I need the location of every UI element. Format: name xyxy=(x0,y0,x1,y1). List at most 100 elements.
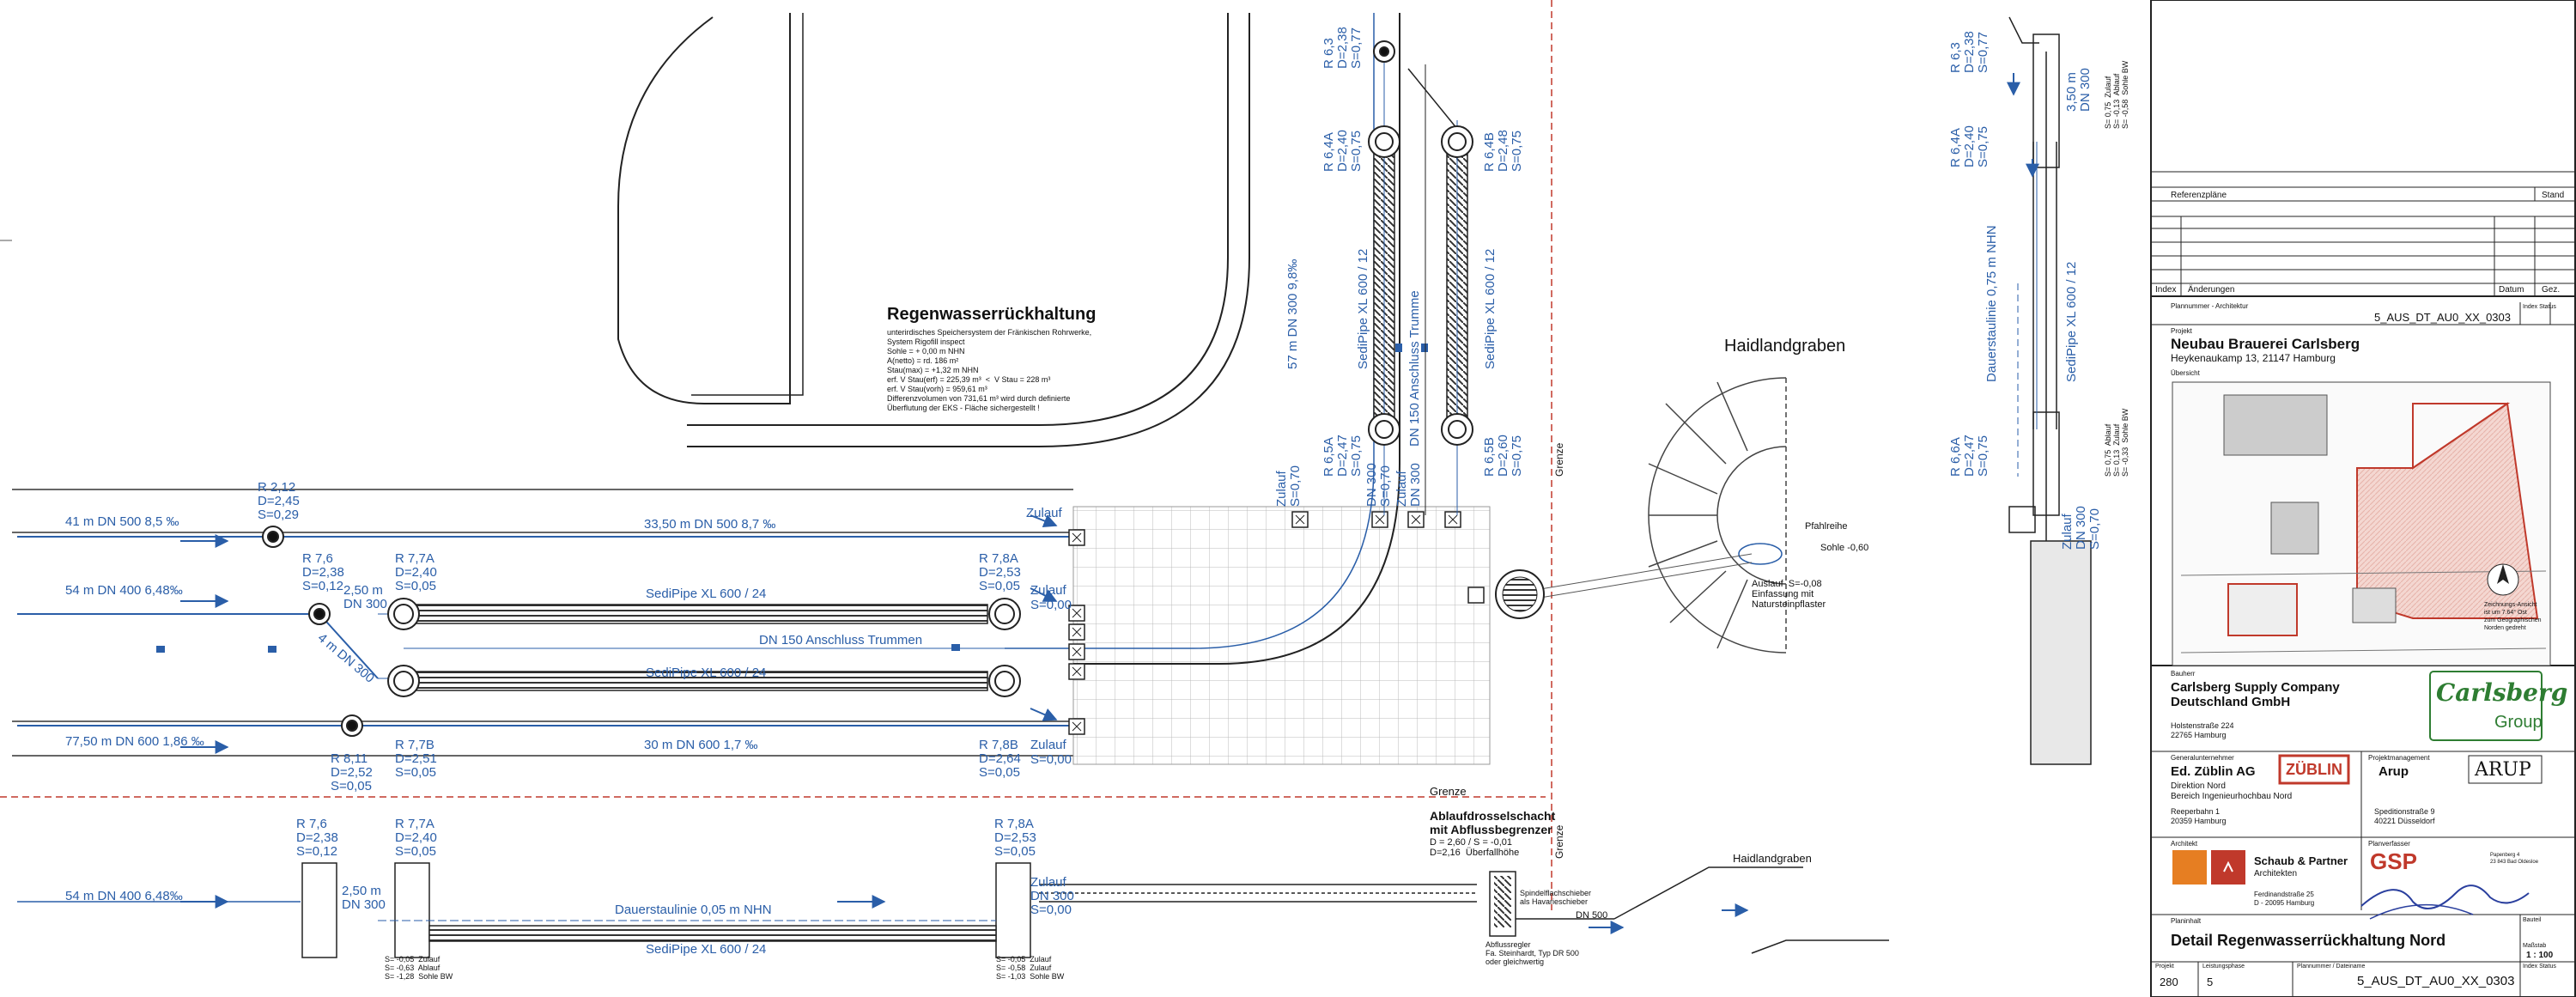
node-zulauf-s070: Zulauf S=0,70 xyxy=(1274,465,1303,507)
tb-stand: Stand xyxy=(2542,191,2565,200)
section-bot2: S= -0,05 Zulauf S= -0,58 Zulauf S= -1,03… xyxy=(996,955,1065,981)
tb-plannr-label: Plannummer / Dateiname xyxy=(2297,964,2366,970)
side-zulauf: Zulauf DN 300 S=0,70 xyxy=(2060,506,2102,550)
retention-note-line: A(netto) = rd. 186 m² xyxy=(887,356,959,365)
tb-lph: 5 xyxy=(2207,976,2214,988)
node-r811: R 8,11 D=2,52 S=0,05 xyxy=(331,751,373,793)
tb-bauherr-addr: Holstenstraße 224 22765 Hamburg xyxy=(2171,721,2234,739)
pipe-label-p2: 33,50 m DN 500 8,7 ‰ xyxy=(644,517,776,532)
node-r76: R 7,6 D=2,38 S=0,12 xyxy=(302,551,344,593)
node-zulauf-dn300: Zulauf DN 300 xyxy=(1394,463,1423,507)
tb-projekt: Neubau Brauerei Carlsberg xyxy=(2171,336,2360,352)
node-r77a: R 7,7A D=2,40 S=0,05 xyxy=(395,551,437,593)
pond xyxy=(1648,377,1787,654)
retention-note-line: Stau(max) = +1,32 m NHN xyxy=(887,366,979,374)
section-view xyxy=(17,862,1889,958)
tb-planinhalt: Detail Regenwasserrückhaltung Nord xyxy=(2171,932,2446,949)
tb-bauteil-label: Bauteil xyxy=(2523,917,2542,923)
zueblin-logo-box xyxy=(2278,754,2350,785)
retention-note-line: System Rigofill inspect xyxy=(887,337,965,346)
carlsberg-logo-box xyxy=(2429,671,2543,741)
manholes xyxy=(262,526,1021,737)
retention-note-line: Differenzvolumen von 731,61 m³ wird durc… xyxy=(887,394,1071,403)
retention-note-line: Überflutung der EKS - Fläche sichergeste… xyxy=(887,404,1040,412)
section-r78a: R 7,8A D=2,53 S=0,05 xyxy=(994,817,1036,859)
tb-projekt-nr: 280 xyxy=(2160,976,2178,988)
pipe-label-v4: SediPipe XL 600 / 12 xyxy=(1483,248,1498,369)
section-haidland: Haidlandgraben xyxy=(1733,852,1812,865)
tb-adresse: Heykenaukamp 13, 21147 Hamburg xyxy=(2171,352,2336,364)
tb-map-note: Zeichnungs-Ansicht ist um 7.64° Ost zum … xyxy=(2484,602,2542,631)
zulauf-top: Zulauf xyxy=(1026,506,1062,520)
grenze-label: Grenze xyxy=(1430,785,1467,798)
tb-referenzplaene: Referenzpläne xyxy=(2171,191,2227,200)
pipe-label-v2: DN 150 Anschluss Trumme xyxy=(1407,290,1422,447)
tb-gsp-addr: Papenberg 4 23 843 Bad Oldesloe xyxy=(2490,853,2539,865)
pipe-label-p3: 54 m DN 400 6,48‰ xyxy=(65,583,183,598)
road-outline xyxy=(617,13,791,404)
tb-lph-label: Leistungsphase xyxy=(2202,964,2245,970)
tb-aenderungen: Änderungen xyxy=(2188,285,2235,295)
section-zulauf: Zulauf DN 300 S=0,00 xyxy=(1030,875,1074,917)
zulauf-bottom: Zulauf xyxy=(1030,738,1066,752)
side-dim: 3,50 m DN 300 xyxy=(2064,68,2093,112)
side-dauer: Dauerstaulinie 0,75 m NHN xyxy=(1984,225,1999,382)
node-r65b: R 6,5B D=2,60 S=0,75 xyxy=(1482,435,1524,477)
s000-bottom: S=0,00 xyxy=(1030,752,1072,767)
zulauf-mid: Zulauf xyxy=(1030,583,1066,598)
side-sedi: SediPipe XL 600 / 12 xyxy=(2064,261,2079,382)
sedipipe-top xyxy=(403,604,988,624)
carlsberg-group: Group xyxy=(2494,713,2543,732)
pipe-label-p5: 30 m DN 600 1,7 ‰ xyxy=(644,738,758,752)
tb-gu-sub: Direktion Nord Bereich Ingenieurhochbau … xyxy=(2171,781,2293,801)
tb-projekt-nr-label: Projekt xyxy=(2155,964,2174,970)
section-r77a: R 7,7A D=2,40 S=0,05 xyxy=(395,817,437,859)
tb-uebersicht: Übersicht xyxy=(2171,369,2200,377)
section-sedi: SediPipe XL 600 / 24 xyxy=(646,942,767,957)
tb-arch-sub: Architekten xyxy=(2254,869,2298,878)
section-spindel: Spindelflachschieber als Havarieschieber xyxy=(1520,889,1592,906)
site-map xyxy=(2172,381,2551,666)
carlsberg-logo: Carlsberg xyxy=(2436,678,2568,707)
side-r63: R 6,3 D=2,38 S=0,77 xyxy=(1948,31,1990,73)
pond-pfahlreihe: Pfahlreihe xyxy=(1805,521,1848,532)
tb-planinhalt-label: Planinhalt xyxy=(2171,917,2202,925)
node-r212: R 2,12 D=2,45 S=0,29 xyxy=(258,480,300,522)
node-r64b: R 6,4B D=2,48 S=0,75 xyxy=(1482,130,1524,172)
section-dn300: 2,50 m DN 300 xyxy=(342,884,386,912)
section-drossel-title: Ablaufdrosselschacht mit Abflussbegrenze… xyxy=(1430,809,1556,836)
tb-bauherr-label: Bauherr xyxy=(2171,670,2196,678)
sedipipe-top-label: SediPipe XL 600 / 24 xyxy=(646,587,767,601)
side-mid-vals: S= 0,75 Ablauf S= 0,13 Zulauf S= -0,33 S… xyxy=(2104,408,2129,477)
pipe-label-p4: 77,50 m DN 600 1,86 ‰ xyxy=(65,734,204,749)
section-r76: R 7,6 D=2,38 S=0,12 xyxy=(296,817,338,859)
gsp-logo: GSP xyxy=(2370,848,2417,874)
node-r78a: R 7,8A D=2,53 S=0,05 xyxy=(979,551,1021,593)
tb-pm: Arup xyxy=(2379,764,2409,779)
grenze-vertical-label: Grenze xyxy=(1553,442,1565,477)
haidlandgraben-label: Haidlandgraben xyxy=(1724,337,1846,356)
tb-gu-addr: Reeperbahn 1 20359 Hamburg xyxy=(2171,807,2227,825)
tb-plannummer-label: Plannummer - Architektur xyxy=(2171,302,2249,310)
pond-sohle: Sohle -0,60 xyxy=(1820,543,1869,553)
tb-gu-label: Generalunternehmer xyxy=(2171,754,2234,762)
paving-grid xyxy=(1072,506,1491,765)
pipe-label-p6: DN 150 Anschluss Trummen xyxy=(759,633,923,647)
tb-massstab: 1 : 100 xyxy=(2526,951,2554,960)
retention-note-line: unterirdisches Speichersystem der Fränki… xyxy=(887,328,1092,337)
pipe-label-v3: SediPipe XL 600 / 12 xyxy=(1356,248,1370,369)
section-drossel-vals: D = 2,60 / S = -0,01 D=2,16 Überfallhöhe xyxy=(1430,837,1520,858)
retention-notes: unterirdisches Speichersystem der Fränki… xyxy=(887,328,1091,413)
tb-plannummer: 5_AUS_DT_AU0_XX_0303 xyxy=(2374,311,2511,324)
node-r78b: R 7,8B D=2,64 S=0,05 xyxy=(979,738,1021,780)
s000-mid: S=0,00 xyxy=(1030,598,1072,612)
node-r77b: R 7,7B D=2,51 S=0,05 xyxy=(395,738,437,780)
tb-arch: Schaub & Partner xyxy=(2254,854,2348,867)
zueblin-logo: ZÜBLIN xyxy=(2286,761,2342,778)
tb-pm-addr: Speditionstraße 9 40221 Düsseldorf xyxy=(2374,807,2435,825)
tb-index2: Index Status xyxy=(2523,964,2556,970)
retention-note-line: erf. V Stau(vorh) = 959,61 m³ xyxy=(887,385,987,393)
pipe-label-v1: 57 m DN 300 9,8‰ xyxy=(1285,258,1300,369)
tb-arch-addr: Ferdinandstraße 25 D - 20095 Hamburg xyxy=(2254,891,2315,907)
